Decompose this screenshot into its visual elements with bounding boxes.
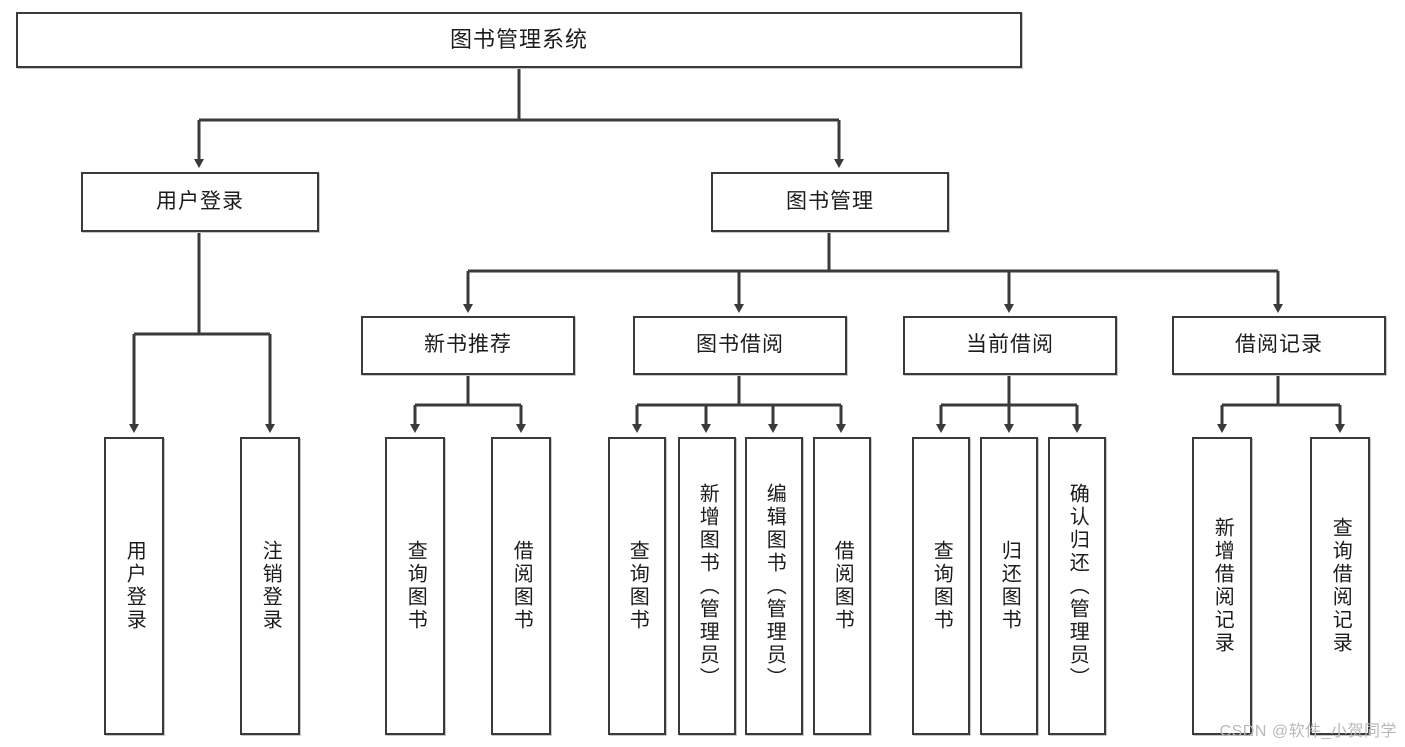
node-label: 新增借阅记录 bbox=[1211, 517, 1234, 655]
node-current-borrow[interactable]: 当前借阅 bbox=[903, 316, 1117, 375]
node-label: 注销登录 bbox=[259, 540, 282, 632]
leaf-add-book-admin[interactable]: 新增图书（管理员） bbox=[678, 437, 736, 735]
node-label: 新增图书（管理员） bbox=[696, 482, 719, 690]
node-label: 当前借阅 bbox=[966, 333, 1054, 357]
leaf-borrow-book-recommend[interactable]: 借阅图书 bbox=[491, 437, 551, 735]
node-label: 图书管理 bbox=[786, 189, 874, 213]
node-label: 查询图书 bbox=[930, 540, 953, 632]
node-label: 确认归还（管理员） bbox=[1066, 482, 1089, 690]
node-user-login[interactable]: 用户登录 bbox=[81, 172, 319, 232]
node-label: 图书借阅 bbox=[696, 333, 784, 357]
node-label: 图书管理系统 bbox=[449, 27, 588, 53]
node-label: 借阅图书 bbox=[831, 540, 854, 632]
node-label: 查询图书 bbox=[404, 540, 427, 632]
node-root-system[interactable]: 图书管理系统 bbox=[16, 12, 1022, 68]
leaf-borrow-book[interactable]: 借阅图书 bbox=[813, 437, 871, 735]
node-new-book-recommend[interactable]: 新书推荐 bbox=[361, 316, 575, 375]
node-label: 用户登录 bbox=[123, 540, 146, 632]
node-borrow-records[interactable]: 借阅记录 bbox=[1172, 316, 1386, 375]
node-label: 借阅图书 bbox=[510, 540, 533, 632]
node-book-management[interactable]: 图书管理 bbox=[711, 172, 949, 232]
node-label: 借阅记录 bbox=[1235, 333, 1323, 357]
leaf-user-login[interactable]: 用户登录 bbox=[104, 437, 164, 735]
leaf-edit-book-admin[interactable]: 编辑图书（管理员） bbox=[745, 437, 803, 735]
node-label: 新书推荐 bbox=[424, 333, 512, 357]
watermark-text: CSDN @软件_小贺同学 bbox=[1219, 723, 1397, 740]
node-label: 查询借阅记录 bbox=[1329, 517, 1352, 655]
leaf-query-book-recommend[interactable]: 查询图书 bbox=[385, 437, 445, 735]
node-label: 编辑图书（管理员） bbox=[763, 482, 786, 690]
leaf-user-logout[interactable]: 注销登录 bbox=[240, 437, 300, 735]
node-book-borrow[interactable]: 图书借阅 bbox=[633, 316, 847, 375]
leaf-return-book[interactable]: 归还图书 bbox=[980, 437, 1038, 735]
node-label: 归还图书 bbox=[998, 540, 1021, 632]
node-label: 查询图书 bbox=[626, 540, 649, 632]
leaf-add-borrow-record[interactable]: 新增借阅记录 bbox=[1192, 437, 1252, 735]
leaf-confirm-return-admin[interactable]: 确认归还（管理员） bbox=[1048, 437, 1106, 735]
leaf-query-borrow-record[interactable]: 查询借阅记录 bbox=[1310, 437, 1370, 735]
leaf-query-book-current[interactable]: 查询图书 bbox=[912, 437, 970, 735]
leaf-query-book-borrow[interactable]: 查询图书 bbox=[608, 437, 666, 735]
node-label: 用户登录 bbox=[156, 189, 244, 213]
